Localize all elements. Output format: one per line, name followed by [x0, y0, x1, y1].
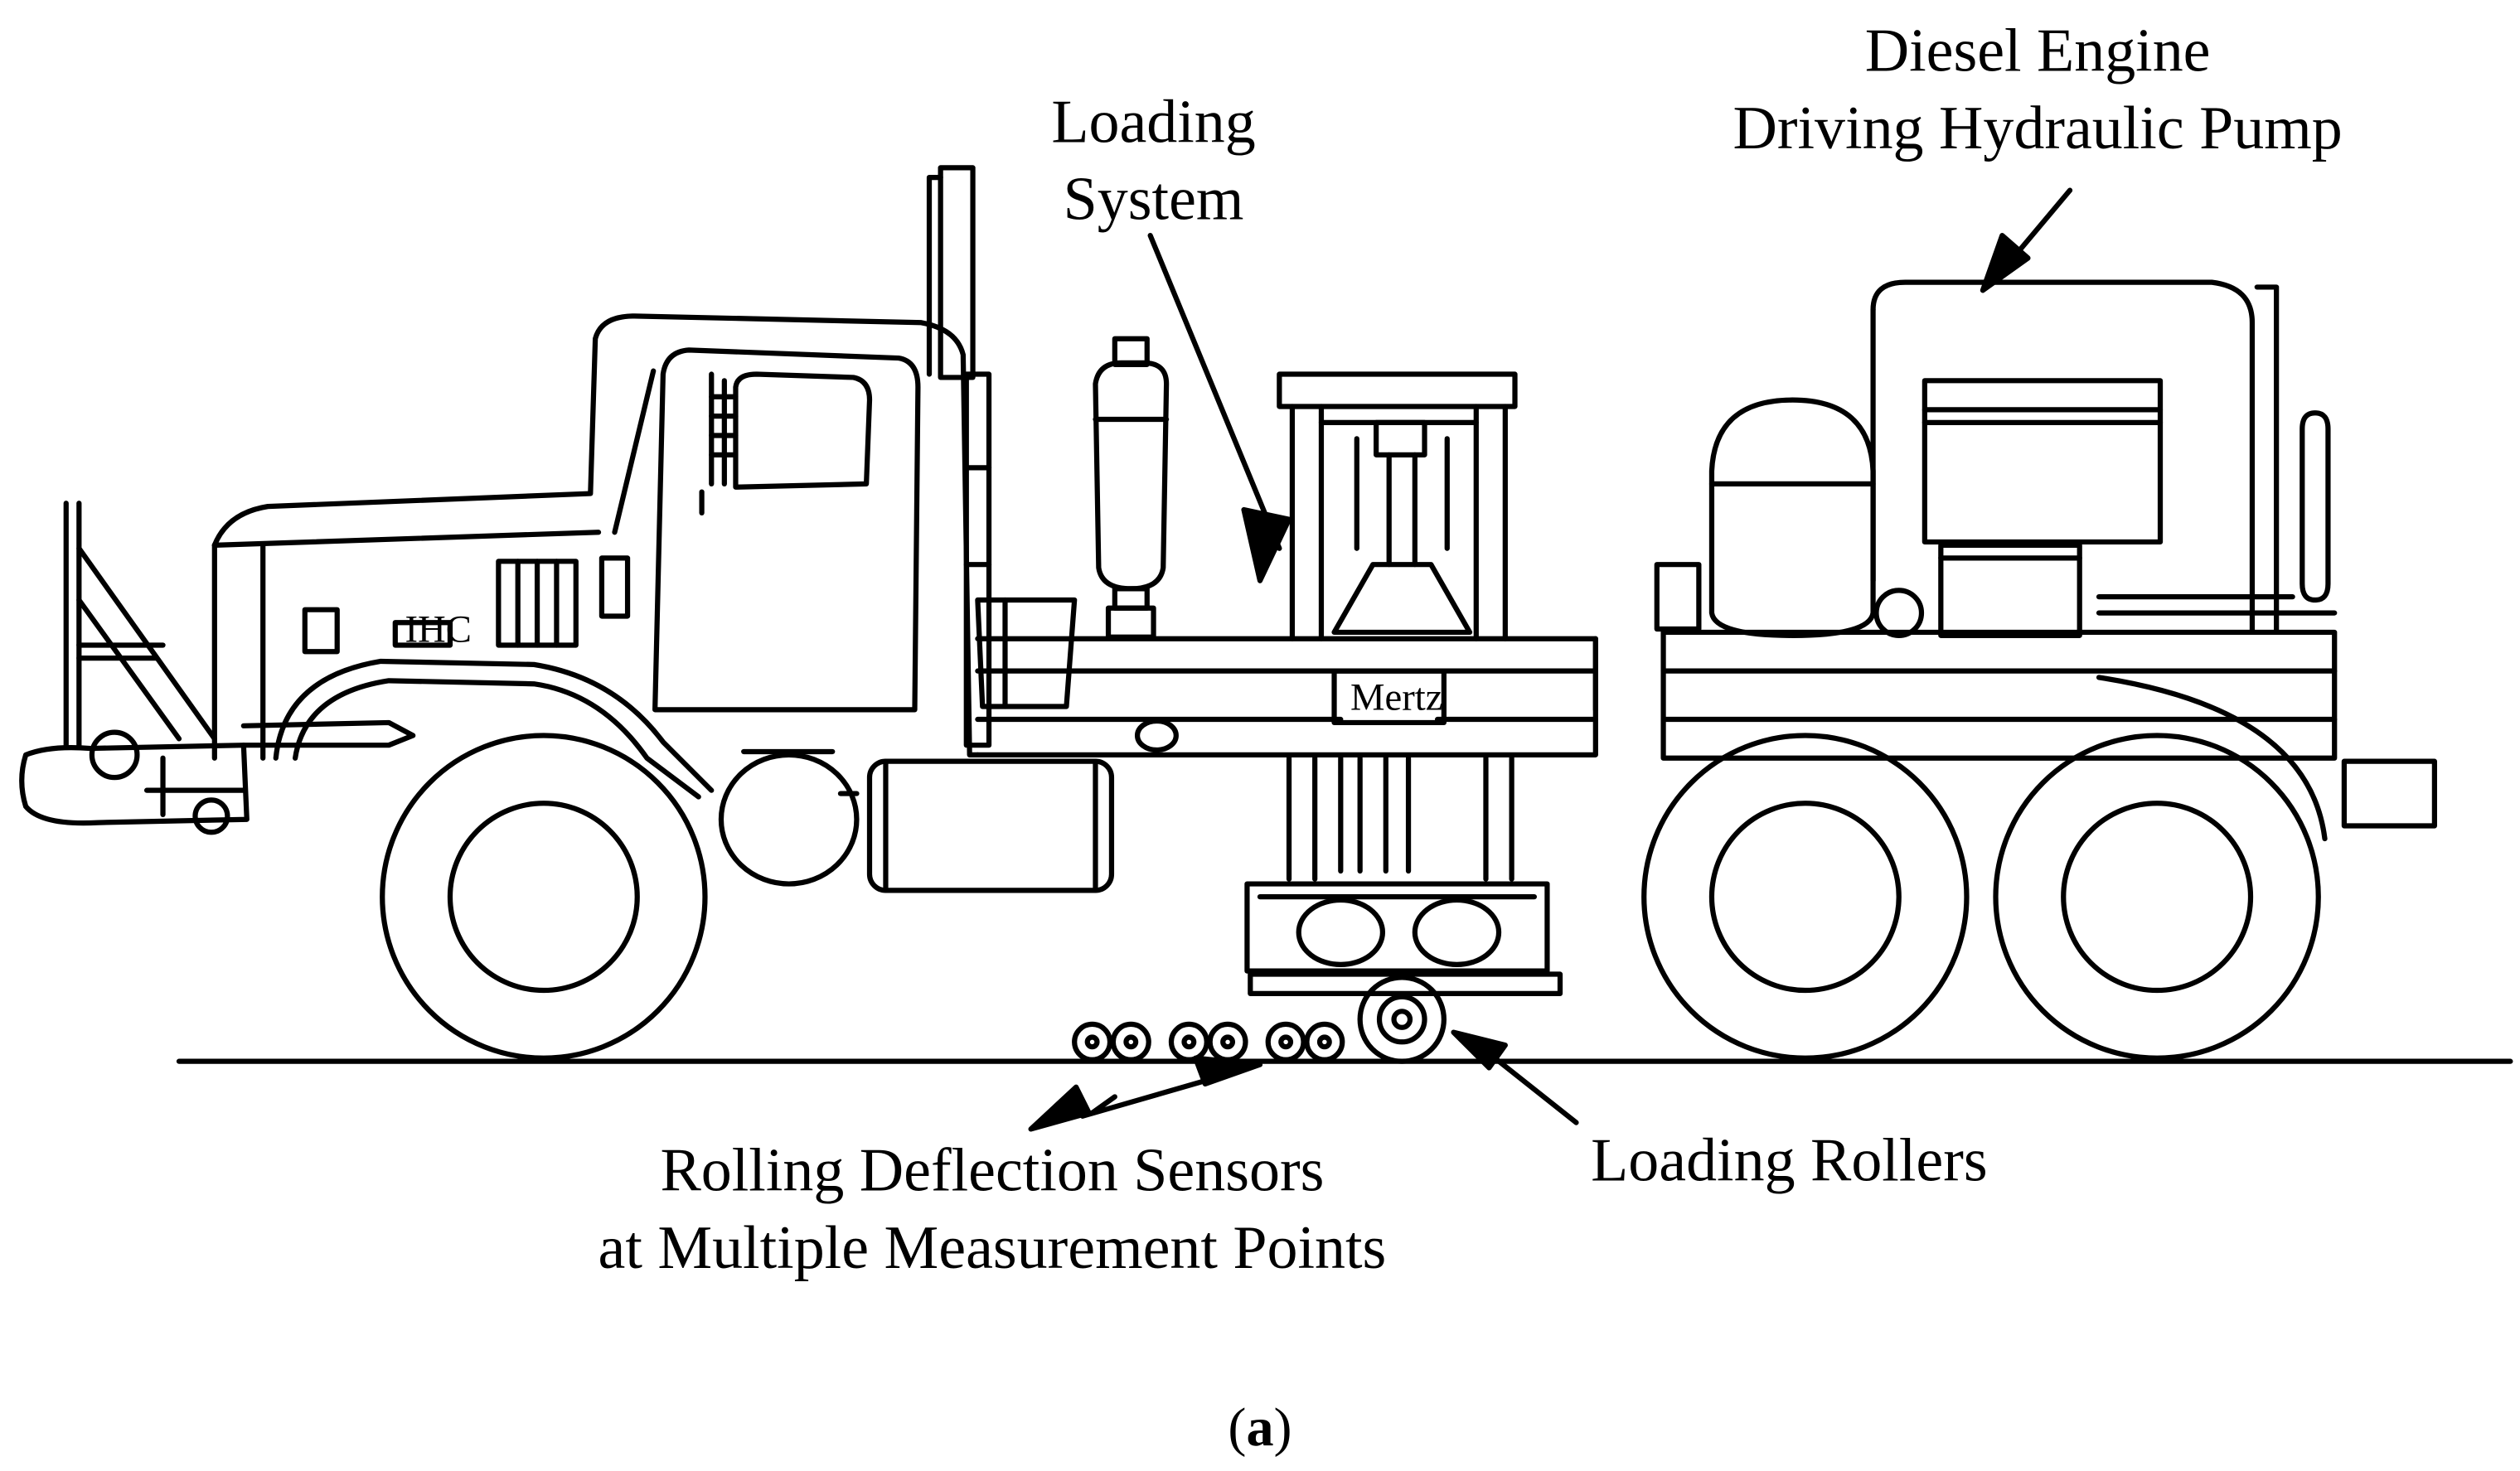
frame — [240, 629, 2338, 842]
label-loading-rollers: Loading Rollers — [1591, 1126, 1987, 1194]
mertz-plate: Mertz — [1350, 675, 1443, 719]
loading-frame: Mertz — [1277, 371, 1518, 726]
tool-box — [975, 597, 1078, 709]
label-system: System — [1064, 165, 1244, 233]
roller-carriage — [1244, 881, 1563, 1064]
carriage-struts — [1286, 755, 1514, 882]
deflection-sensors — [1072, 1021, 1345, 1062]
annotation-arrows — [1028, 187, 2073, 1132]
side-tanks — [718, 748, 1115, 893]
label-loading: Loading — [1051, 87, 1255, 155]
label-diesel-engine: Diesel Engine — [1865, 17, 2211, 85]
labels: Loading System Diesel Engine Driving Hyd… — [598, 17, 2343, 1458]
front-wheel — [380, 733, 708, 1061]
panel-label: (a) — [1228, 1397, 1292, 1458]
rear-wheel-1 — [1641, 733, 1970, 1061]
accumulator — [1093, 336, 1170, 640]
label-measurement-points: at Multiple Measurement Points — [598, 1213, 1387, 1281]
label-sensors: Rolling Deflection Sensors — [660, 1135, 1324, 1203]
front-bumper — [19, 501, 250, 835]
ihc-badge: IHC — [405, 608, 471, 651]
label-hydraulic-pump: Driving Hydraulic Pump — [1733, 94, 2343, 162]
exhaust-stack — [926, 165, 992, 748]
engine-unit — [1654, 279, 2438, 829]
truck-cab: IHC — [211, 313, 981, 800]
rear-wheel-2 — [1993, 733, 2321, 1061]
